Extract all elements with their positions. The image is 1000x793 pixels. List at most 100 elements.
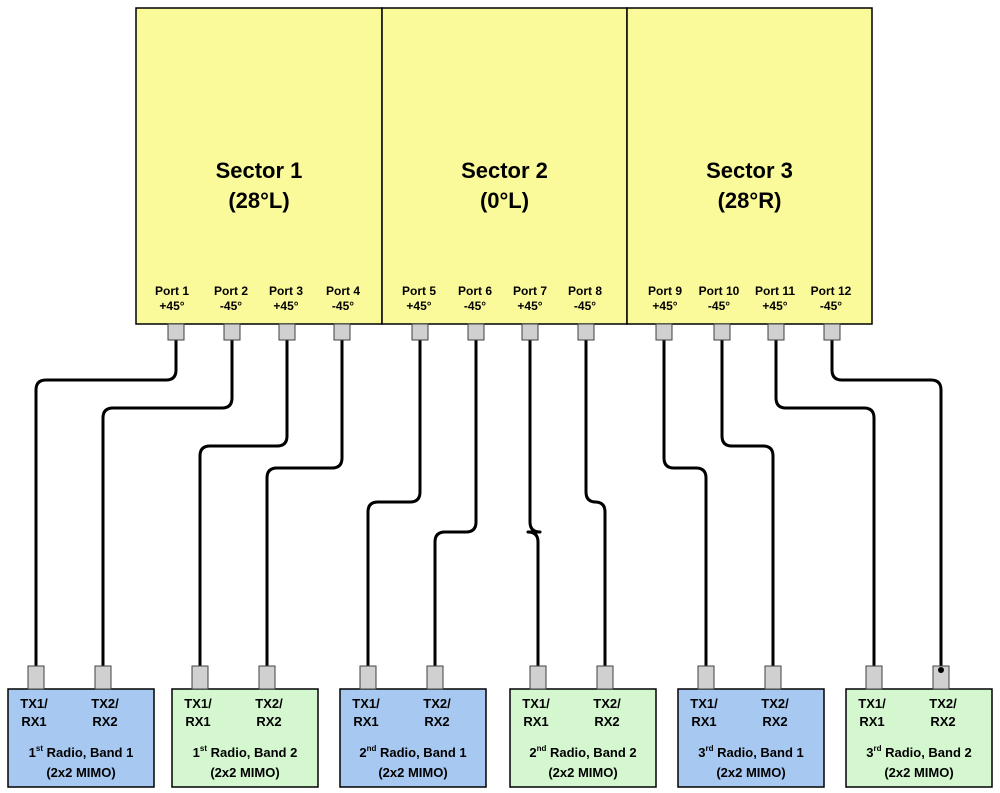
- port-4-connector: [333, 323, 351, 341]
- sector-3-box: [626, 7, 873, 325]
- sector-3-title: Sector 3: [706, 158, 793, 183]
- port-11-connector: [767, 323, 785, 341]
- radio-5-name-rest: Radio, Band 1: [713, 745, 803, 760]
- radio-4-ordinal-suffix: nd: [537, 744, 547, 753]
- radio-4-port1-label-b: RX1: [523, 714, 548, 729]
- port-7-connector: [521, 323, 539, 341]
- radio-4-port2-connector: [596, 665, 614, 690]
- radio-6-port1-label-b: RX1: [859, 714, 884, 729]
- radio-1-port1-label-b: RX1: [21, 714, 46, 729]
- cable-port-9: [662, 338, 708, 668]
- radio-2-name-rest: Radio, Band 2: [207, 745, 297, 760]
- port-1-connector: [167, 323, 185, 341]
- radio-3-mimo: (2x2 MIMO): [378, 765, 447, 780]
- port-1-label: Port 1: [155, 284, 189, 298]
- radio-3-port2-label-a: TX2/: [423, 696, 451, 711]
- radio-2-port1-connector: [191, 665, 209, 690]
- radio-5-name: 3rd Radio, Band 1: [698, 744, 804, 760]
- radio-1-ordinal: 1: [29, 745, 36, 760]
- port-3-polarization: +45°: [273, 299, 298, 313]
- radio-4-port1-connector: [529, 665, 547, 690]
- radio-6-name: 3rd Radio, Band 2: [866, 744, 972, 760]
- port-5-label: Port 5: [402, 284, 436, 298]
- radio-5-port2-label-a: TX2/: [761, 696, 789, 711]
- radio-4-mimo: (2x2 MIMO): [548, 765, 617, 780]
- radio-2-box: [171, 688, 319, 788]
- radio-3-box: [339, 688, 487, 788]
- port-9-polarization: +45°: [652, 299, 677, 313]
- port-2-connector: [223, 323, 241, 341]
- radio-6-ordinal-suffix: rd: [873, 744, 881, 753]
- radio-6-name-rest: Radio, Band 2: [881, 745, 971, 760]
- port-9-connector: [655, 323, 673, 341]
- sector-1-angle: (28°L): [228, 188, 289, 213]
- radio-4-port2-label-a: TX2/: [593, 696, 621, 711]
- radio-3-ordinal-suffix: nd: [367, 744, 377, 753]
- radio-6-port2-connector: [932, 665, 950, 690]
- radio-6-port1-connector: [865, 665, 883, 690]
- radio-2-port2-label-a: TX2/: [255, 696, 283, 711]
- cable-port-10: [720, 338, 775, 668]
- cable-port-8: [584, 338, 607, 668]
- port-3-label: Port 3: [269, 284, 303, 298]
- radio-5-port1-label-a: TX1/: [690, 696, 718, 711]
- port-12-label: Port 12: [811, 284, 852, 298]
- cable-port-3: [198, 338, 289, 668]
- radio-6-port2-label-a: TX2/: [929, 696, 957, 711]
- radio-2-ordinal-suffix: st: [200, 744, 207, 753]
- sector-2-angle: (0°L): [480, 188, 529, 213]
- port-4-polarization: -45°: [332, 299, 354, 313]
- sector-3-angle: (28°R): [718, 188, 782, 213]
- radio-6-port2-dot: [938, 667, 944, 673]
- port-12-connector: [823, 323, 841, 341]
- radio-6-port1-label-a: TX1/: [858, 696, 886, 711]
- cable-port-12: [830, 338, 943, 668]
- port-8-label: Port 8: [568, 284, 602, 298]
- port-5-polarization: +45°: [406, 299, 431, 313]
- radio-3-name: 2nd Radio, Band 1: [359, 744, 466, 760]
- radio-6-box: [845, 688, 993, 788]
- port-10-label: Port 10: [699, 284, 740, 298]
- radio-3-ordinal: 2: [359, 745, 366, 760]
- radio-1-port2-label-b: RX2: [92, 714, 117, 729]
- port-7-polarization: +45°: [517, 299, 542, 313]
- radio-3-port1-label-a: TX1/: [352, 696, 380, 711]
- port-4-label: Port 4: [326, 284, 360, 298]
- sector-2-title: Sector 2: [461, 158, 548, 183]
- cables-layer: [34, 338, 943, 668]
- radio-4-port2-label-b: RX2: [594, 714, 619, 729]
- radio-1-ordinal-suffix: st: [36, 744, 43, 753]
- sector-1-title: Sector 1: [216, 158, 303, 183]
- radio-4-name: 2nd Radio, Band 2: [529, 744, 636, 760]
- radio-1-name-rest: Radio, Band 1: [43, 745, 133, 760]
- radio-3-port2-label-b: RX2: [424, 714, 449, 729]
- port-11-label: Port 11: [755, 284, 795, 298]
- cable-port-6: [433, 338, 478, 668]
- cable-port-7: [526, 338, 542, 668]
- radio-4-ordinal: 2: [529, 745, 536, 760]
- radio-4-box: [509, 688, 657, 788]
- port-10-connector: [713, 323, 731, 341]
- radio-1-box: [7, 688, 155, 788]
- port-8-polarization: -45°: [574, 299, 596, 313]
- radio-4-name-rest: Radio, Band 2: [546, 745, 636, 760]
- radio-1-mimo: (2x2 MIMO): [46, 765, 115, 780]
- radio-6-port2-label-b: RX2: [930, 714, 955, 729]
- radio-3-port2-connector: [426, 665, 444, 690]
- port-6-polarization: -45°: [464, 299, 486, 313]
- port-2-polarization: -45°: [220, 299, 242, 313]
- port-7-label: Port 7: [513, 284, 547, 298]
- sector-2-box: [381, 7, 628, 325]
- radio-1-port1-connector: [27, 665, 45, 690]
- radio-2-port2-label-b: RX2: [256, 714, 281, 729]
- port-2-label: Port 2: [214, 284, 248, 298]
- radio-6-mimo: (2x2 MIMO): [884, 765, 953, 780]
- port-6-label: Port 6: [458, 284, 492, 298]
- radio-4-port1-label-a: TX1/: [522, 696, 550, 711]
- port-9-label: Port 9: [648, 284, 682, 298]
- radio-5-port2-connector: [764, 665, 782, 690]
- radio-2-port2-connector: [258, 665, 276, 690]
- cable-port-11: [774, 338, 876, 668]
- radio-5-ordinal: 3: [698, 745, 705, 760]
